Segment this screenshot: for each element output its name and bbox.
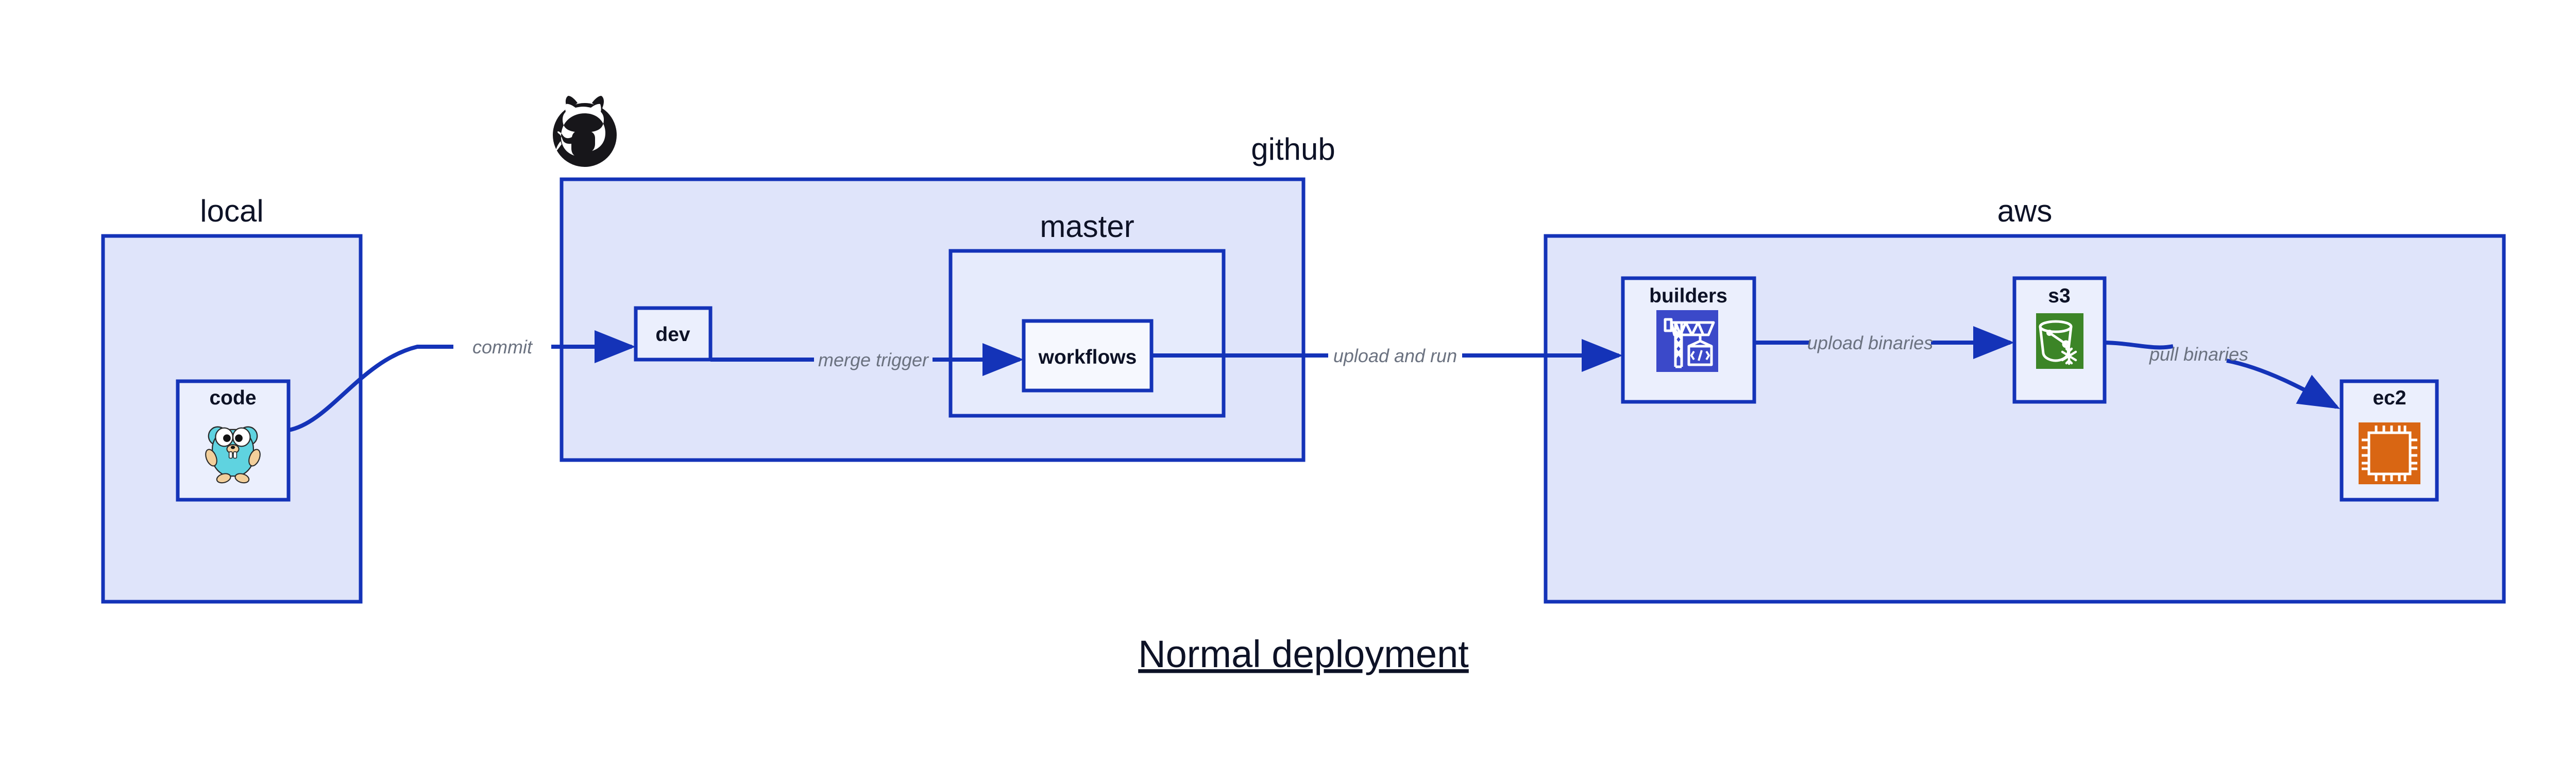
edge-commit-label: commit xyxy=(472,336,533,358)
node-dev-label: dev xyxy=(655,324,690,346)
node-code[interactable]: code xyxy=(176,379,291,502)
group-github: github master workflows dev xyxy=(553,96,1335,462)
diagram-title: Normal deployment xyxy=(1138,633,1469,675)
edge-upload-and-run: upload and run xyxy=(1151,339,1623,372)
edge-merge-trigger-label: merge trigger xyxy=(818,349,929,370)
node-s3-label: s3 xyxy=(2048,285,2070,307)
aws-ec2-chip-icon xyxy=(2359,422,2420,484)
edges-layer: commit merge trigger upload and run uplo… xyxy=(288,326,2341,432)
edge-pull-binaries: pull binaries xyxy=(2104,341,2341,409)
edge-commit-path xyxy=(288,345,453,432)
aws-s3-bucket-icon xyxy=(2036,313,2083,369)
subgroup-master: master workflows xyxy=(948,209,1226,418)
go-gopher-icon xyxy=(205,426,261,484)
node-workflows[interactable]: workflows xyxy=(1022,319,1154,393)
group-local: local code xyxy=(101,194,363,604)
node-workflows-label: workflows xyxy=(1038,346,1137,368)
edge-pull-binaries-label: pull binaries xyxy=(2149,344,2248,365)
edge-upload-binaries-label: upload binaries xyxy=(1807,332,1933,353)
github-octocat-icon xyxy=(553,96,617,167)
node-dev[interactable]: dev xyxy=(634,306,713,362)
node-ec2-label: ec2 xyxy=(2372,387,2406,409)
edge-merge-trigger: merge trigger xyxy=(710,343,1024,376)
edge-upload-and-run-label: upload and run xyxy=(1333,345,1457,366)
node-builders-label: builders xyxy=(1649,285,1727,307)
node-code-label: code xyxy=(209,387,256,409)
edge-upload-binaries: upload binaries xyxy=(1754,326,2014,359)
node-workflows-box[interactable] xyxy=(1022,319,1154,393)
group-local-title: local xyxy=(200,194,263,228)
edge-commit: commit xyxy=(288,330,636,432)
node-dev-box[interactable] xyxy=(634,306,713,362)
group-aws: aws builders xyxy=(1544,194,2506,604)
group-github-title: github xyxy=(1251,132,1335,166)
node-ec2[interactable]: ec2 xyxy=(2340,379,2439,502)
aws-builders-crane-icon xyxy=(1656,310,1718,372)
node-s3[interactable]: s3 xyxy=(2012,276,2107,404)
node-builders[interactable]: builders xyxy=(1621,276,1756,404)
group-aws-title: aws xyxy=(1997,194,2053,228)
edge-pull-binaries-path-2 xyxy=(2226,359,2341,409)
edge-pull-binaries-path xyxy=(2104,341,2174,350)
subgroup-master-title: master xyxy=(1040,209,1134,244)
